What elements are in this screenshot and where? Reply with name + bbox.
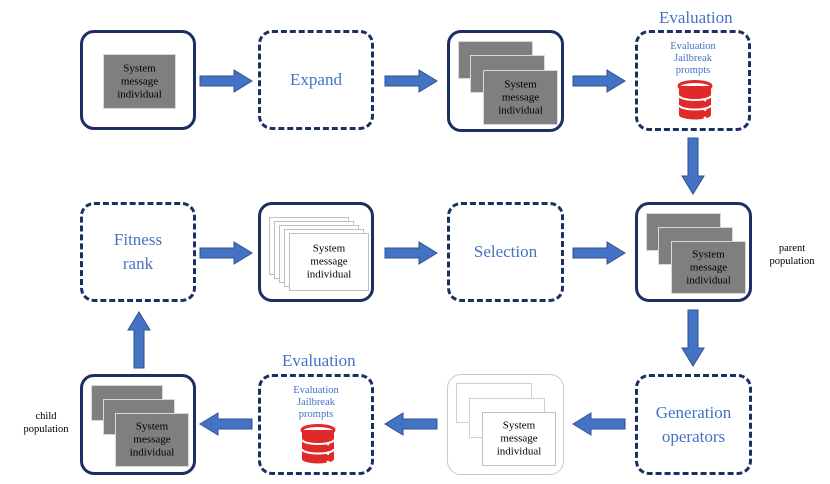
selection-box: Selection [447, 202, 564, 302]
database-icon [300, 424, 336, 464]
arrow-down-1 [681, 137, 705, 195]
arrow-up-1 [127, 311, 151, 369]
expand-box: Expand [258, 30, 374, 130]
evaluation-box-bottom: Evaluation Jailbreak prompts [258, 374, 374, 475]
database-icon [677, 80, 713, 120]
generation-operators-box: Generation operators [635, 374, 752, 475]
arrow-right-3 [572, 69, 626, 93]
arrow-right-6 [572, 241, 626, 265]
evaluation-heading-top: Evaluation [659, 8, 733, 27]
arrow-right-2 [384, 69, 438, 93]
arrow-down-2 [681, 309, 705, 367]
parent-population-label: parent population [769, 243, 815, 267]
expand-label: Expand [290, 70, 342, 89]
arrow-right-5 [384, 241, 438, 265]
child-population-label: child population [23, 411, 69, 435]
evaluation-box-top: Evaluation Jailbreak prompts [635, 30, 751, 131]
arrow-right-1 [199, 69, 253, 93]
arrow-right-4 [199, 241, 253, 265]
arrow-left-1 [199, 412, 253, 436]
arrow-left-2 [384, 412, 438, 436]
fitness-rank-box: Fitness rank [80, 202, 196, 302]
arrow-left-3 [572, 412, 626, 436]
evaluation-heading-bottom: Evaluation [282, 351, 356, 370]
